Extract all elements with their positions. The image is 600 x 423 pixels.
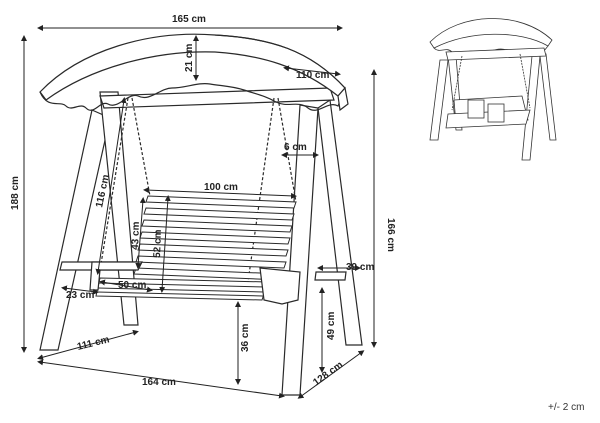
tolerance-note: +/- 2 cm: [548, 402, 584, 413]
top-beam: [99, 87, 335, 109]
right-chain: [277, 97, 297, 203]
left-chain-front: [131, 97, 151, 197]
label-bench-width: 100 cm: [204, 182, 238, 193]
label-total-height: 188 cm: [10, 176, 21, 210]
label-seat-height-total: 52 cm: [152, 229, 164, 258]
left-rear-leg: [39, 109, 111, 351]
label-base-width: 164 cm: [142, 377, 176, 388]
label-base-front: 111 cm: [76, 334, 111, 353]
label-base-depth: 128 cm: [311, 360, 345, 389]
right-front-leg: [317, 98, 363, 346]
label-canopy-width: 165 cm: [172, 14, 206, 25]
dimension-lines: [21, 25, 377, 399]
label-canopy-depth: 110 cm: [296, 70, 329, 81]
label-post-thickness: 6 cm: [284, 142, 307, 153]
label-ground-clearance: 49 cm: [326, 312, 337, 340]
label-armrest: 23 cm: [66, 290, 94, 301]
label-backrest-height: 43 cm: [130, 221, 142, 250]
right-brace: [314, 271, 347, 281]
dimension-labels: 165 cm 21 cm 110 cm 6 cm 116 cm 100 cm 4…: [10, 14, 584, 413]
label-canopy-drop: 21 cm: [184, 44, 195, 72]
label-frame-depth-top: 39 cm: [346, 262, 374, 273]
preview-swing: [429, 18, 557, 161]
label-frame-height: 166 cm: [385, 218, 396, 252]
canopy-side: [337, 86, 349, 112]
label-seat-ground: 36 cm: [240, 324, 251, 352]
right-armrest: [259, 267, 301, 305]
label-seat-depth: 50 cm: [118, 280, 146, 291]
canopy-valance: [39, 34, 346, 111]
